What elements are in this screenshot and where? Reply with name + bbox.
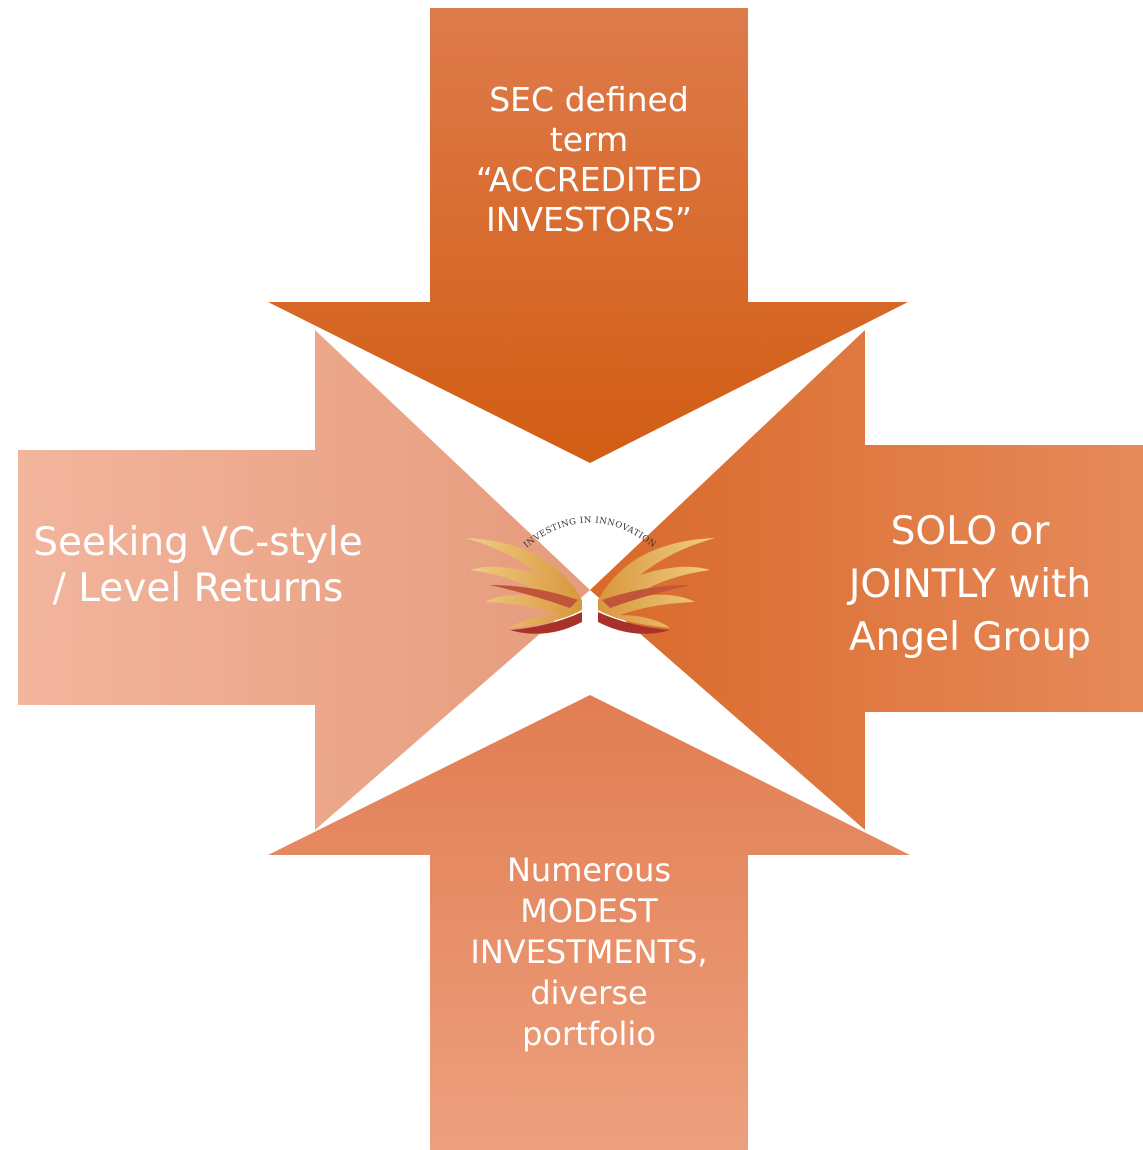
arrow-label-line: term — [549, 120, 629, 159]
arrow-label-line: Angel Group — [848, 615, 1092, 660]
arrow-label-line: diverse — [530, 974, 648, 1012]
arrow-label-line: SEC defined — [489, 80, 689, 119]
arrow-label-line: portfolio — [522, 1015, 656, 1053]
arrow-label-line: Seeking VC-style — [33, 520, 363, 565]
right-arrow — [590, 330, 1143, 830]
arrow-label-line: JOINTLY with — [848, 562, 1092, 607]
arrow-label-line: MODEST — [520, 892, 658, 930]
top-arrow — [268, 8, 908, 463]
arrow-label-line: INVESTMENTS, — [470, 933, 708, 971]
left-arrow — [18, 330, 590, 830]
arrow-label-line: INVESTORS” — [486, 200, 692, 239]
arrow-label-line: / Level Returns — [52, 566, 344, 611]
bottom-arrow — [268, 695, 910, 1150]
arrow-label-line: SOLO or — [890, 509, 1050, 554]
left-arrow-label: Seeking VC-style/ Level Returns — [18, 520, 378, 612]
arrow-label-line: “ACCREDITED — [475, 160, 703, 199]
arrow-label-line: Numerous — [506, 851, 672, 889]
logo-text: INVESTING IN INNOVATION — [522, 515, 658, 550]
